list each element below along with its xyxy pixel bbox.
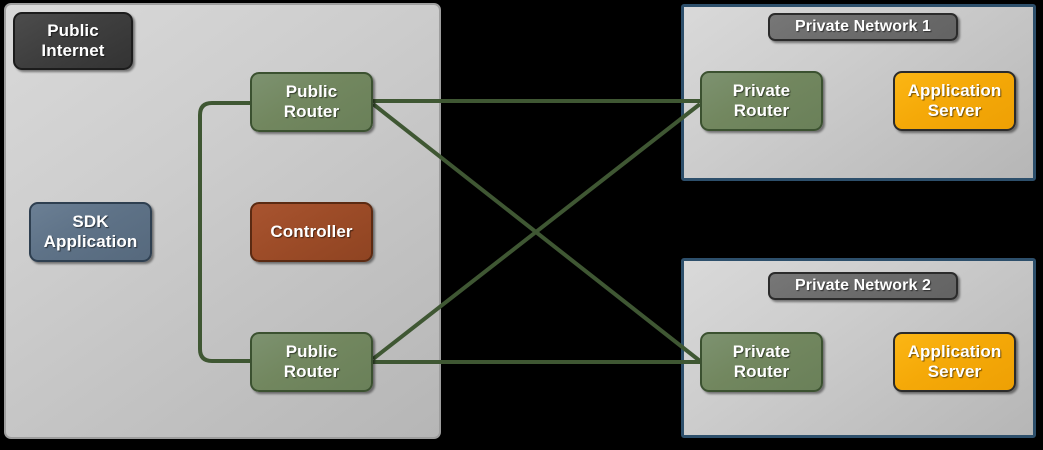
node-sdk-application-label: SDK Application xyxy=(43,212,138,251)
node-application-server-1[interactable]: Application Server xyxy=(893,71,1016,131)
node-sdk-application[interactable]: SDK Application xyxy=(29,202,152,262)
node-application-server-2[interactable]: Application Server xyxy=(893,332,1016,392)
node-private-router-1-label: Private Router xyxy=(732,81,791,120)
node-public-router-bottom-label: Public Router xyxy=(283,342,340,381)
zone-label-private-network-1: Private Network 1 xyxy=(768,13,958,41)
node-public-router-top[interactable]: Public Router xyxy=(250,72,373,132)
node-private-router-2-label: Private Router xyxy=(732,342,791,381)
node-public-router-bottom[interactable]: Public Router xyxy=(250,332,373,392)
node-application-server-2-label: Application Server xyxy=(907,342,1002,381)
node-controller[interactable]: Controller xyxy=(250,202,373,262)
zone-label-public-internet-text: Public Internet xyxy=(41,21,105,60)
node-private-router-1[interactable]: Private Router xyxy=(700,71,823,131)
zone-label-public-internet: Public Internet xyxy=(13,12,133,70)
zone-label-private-network-2-text: Private Network 2 xyxy=(795,276,931,294)
node-application-server-1-label: Application Server xyxy=(907,81,1002,120)
node-public-router-top-label: Public Router xyxy=(283,82,340,121)
zone-label-private-network-2: Private Network 2 xyxy=(768,272,958,300)
node-controller-label: Controller xyxy=(270,222,353,242)
node-private-router-2[interactable]: Private Router xyxy=(700,332,823,392)
zone-label-private-network-1-text: Private Network 1 xyxy=(795,17,931,35)
